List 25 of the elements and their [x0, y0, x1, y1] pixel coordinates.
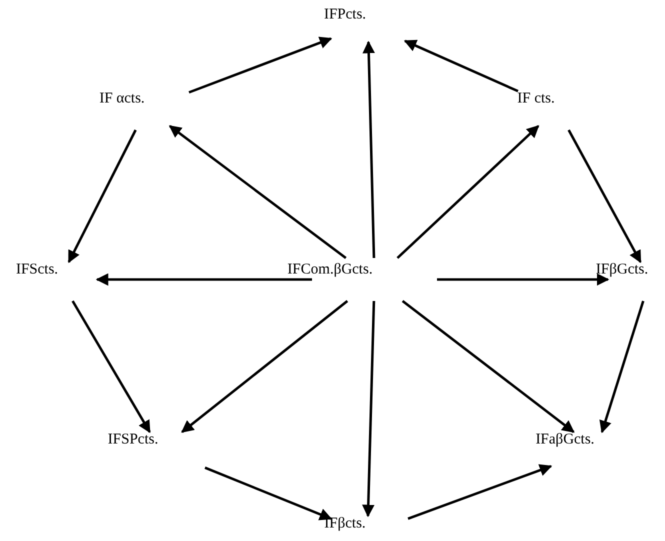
arrow — [437, 273, 610, 286]
arrow — [204, 466, 332, 520]
arrow — [599, 300, 644, 434]
node-label: IFPcts. — [322, 6, 368, 24]
node-label: IFaβGcts. — [534, 430, 596, 450]
arrow — [68, 129, 137, 264]
arrow — [96, 273, 312, 286]
node-label: IF cts. — [515, 90, 557, 108]
arrow — [402, 300, 575, 433]
arrow — [404, 40, 518, 92]
node-label: IFSPcts. — [106, 430, 160, 450]
arrow — [568, 129, 642, 264]
arrow — [396, 125, 540, 259]
arrow — [168, 125, 347, 259]
arrow — [362, 300, 376, 518]
arrow — [72, 300, 151, 434]
node-label: IFScts. — [14, 260, 60, 280]
arrow — [408, 464, 552, 520]
node-label: IFβGcts. — [594, 260, 650, 280]
arrow — [188, 36, 332, 94]
arrow — [362, 40, 376, 258]
node-label: IF αcts. — [97, 90, 147, 108]
node-label: IFCom.βGcts. — [285, 260, 375, 280]
node-label: IFβcts. — [322, 514, 368, 534]
arrow — [181, 300, 348, 433]
